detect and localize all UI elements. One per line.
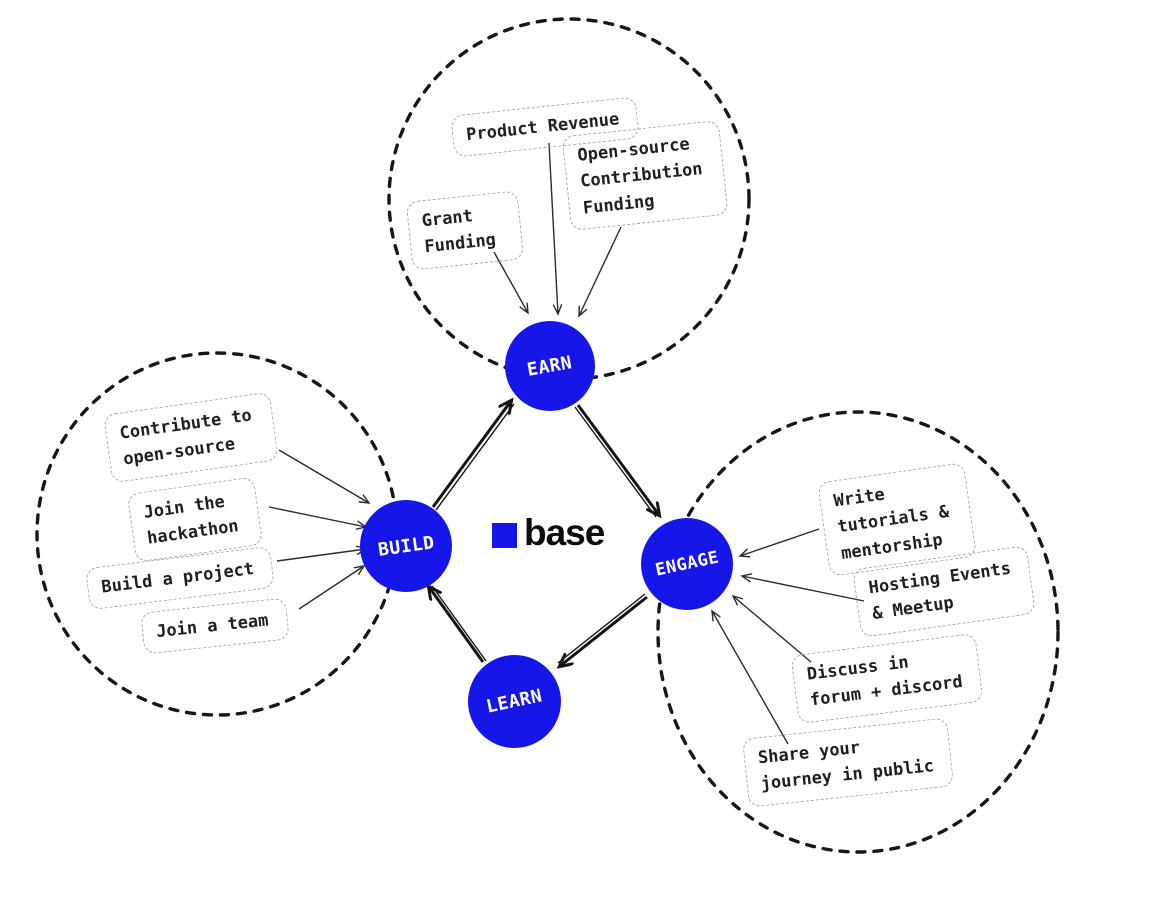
note-arrows: [268, 142, 865, 745]
arrow-open-source-funding: [578, 226, 622, 318]
node-earn-label: EARN: [525, 351, 575, 381]
arrow-build-to-earn: [431, 401, 511, 508]
arrow-earn-to-engage: [576, 404, 659, 515]
node-engage-label: ENGAGE: [653, 547, 721, 581]
base-logo-text: base: [524, 512, 605, 553]
arrow-engage-to-learn: [560, 595, 648, 666]
node-learn: LEARN: [468, 655, 561, 748]
node-learn-label: LEARN: [484, 685, 545, 718]
arrow-share-journey: [711, 609, 789, 745]
arrow-hosting-events: [740, 573, 865, 602]
node-earn: EARN: [505, 321, 595, 411]
arrow-discuss-forum: [731, 594, 812, 663]
arrow-join-team: [298, 565, 366, 610]
node-build: BUILD: [360, 500, 452, 592]
arrow-contribute: [278, 449, 371, 504]
arrow-build-project: [276, 545, 368, 562]
note-grant-funding: Grant Funding: [405, 190, 525, 271]
arrow-hackathon: [268, 506, 368, 530]
arrow-write-tutorials: [738, 528, 820, 558]
cluster-outline-engage: [656, 410, 1060, 854]
node-build-label: BUILD: [376, 531, 436, 561]
note-open-source-funding: Open-source Contribution Funding: [561, 120, 729, 232]
arrow-product-revenue: [548, 142, 563, 316]
cluster-outline-earn: [387, 17, 751, 381]
base-logo: base: [492, 512, 605, 553]
cycle-arrows: [429, 401, 659, 666]
base-logo-square-icon: [492, 523, 517, 548]
node-engage: ENGAGE: [641, 518, 733, 610]
arrow-learn-to-build: [429, 587, 485, 663]
arrow-grant-funding: [493, 251, 529, 315]
